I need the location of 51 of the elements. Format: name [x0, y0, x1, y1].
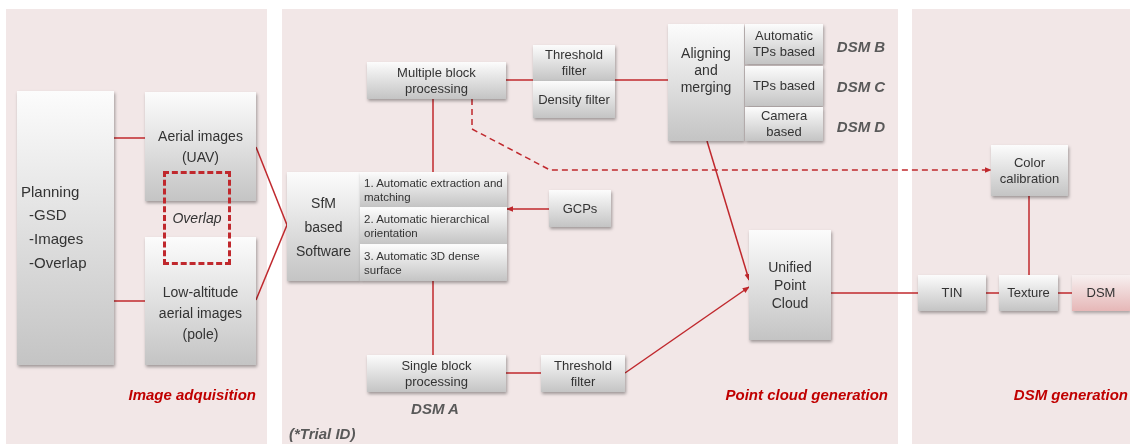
connector-line	[1028, 195, 1030, 276]
stage-panel	[282, 9, 898, 444]
connector-line	[113, 137, 146, 139]
connector-line	[432, 280, 434, 356]
process-box: Density filter	[533, 81, 615, 118]
stage-panel	[6, 9, 267, 444]
stage-heading: DSM generation	[1013, 384, 1128, 405]
connector-line	[255, 146, 288, 226]
process-box: Texture	[999, 275, 1058, 311]
process-box: Multiple block processing	[367, 62, 506, 99]
process-box: Threshold filter	[541, 355, 625, 392]
stage-panel	[912, 9, 1130, 444]
connector-line	[505, 79, 534, 81]
connector-line	[985, 292, 1000, 294]
arrow	[471, 98, 992, 173]
note-text: (*Trial ID)	[289, 424, 356, 444]
connector-line	[255, 224, 288, 301]
variant-label: DSM A	[410, 399, 460, 419]
planning-box: Planning -GSD -Images -Overlap	[17, 91, 114, 365]
process-box: DSM	[1072, 275, 1130, 311]
connector-line	[1057, 292, 1073, 294]
process-box: GCPs	[549, 190, 611, 227]
process-box: Single block processing	[367, 355, 506, 392]
connector-line	[505, 372, 542, 374]
process-box: 1. Automatic extraction and matching	[360, 172, 507, 208]
connector-line	[614, 79, 669, 81]
process-box: 3. Automatic 3D dense surface	[360, 245, 507, 281]
process-box: Color calibration	[991, 145, 1068, 196]
connector-line	[830, 292, 919, 294]
process-box: Threshold filter	[533, 45, 615, 81]
process-box: Aligning and merging	[668, 24, 744, 141]
variant-label: DSM B	[835, 37, 887, 57]
variant-label: DSM C	[835, 77, 887, 97]
stage-heading: Image adquisition	[128, 384, 256, 405]
process-box: 2. Automatic hierarchical orientation	[360, 208, 507, 245]
process-box: Camera based	[745, 107, 823, 141]
connector-line	[432, 98, 434, 173]
arrow	[706, 140, 750, 281]
process-box: TIN	[918, 275, 986, 311]
process-box: Low-altitude aerial images (pole)	[145, 237, 256, 365]
process-box: SfM based Software	[287, 172, 360, 281]
process-box: Automatic TPs based	[745, 24, 823, 64]
stage-heading: Point cloud generation	[725, 384, 888, 405]
connector-line	[113, 300, 146, 302]
process-box: TPs based	[745, 66, 823, 106]
overlap-dashed-box: Overlap	[163, 171, 231, 265]
arrow	[506, 206, 550, 212]
process-box: Aerial images (UAV)	[145, 92, 256, 201]
variant-label: DSM D	[835, 117, 887, 137]
process-box: Unified Point Cloud	[749, 230, 831, 340]
arrow	[624, 286, 750, 374]
